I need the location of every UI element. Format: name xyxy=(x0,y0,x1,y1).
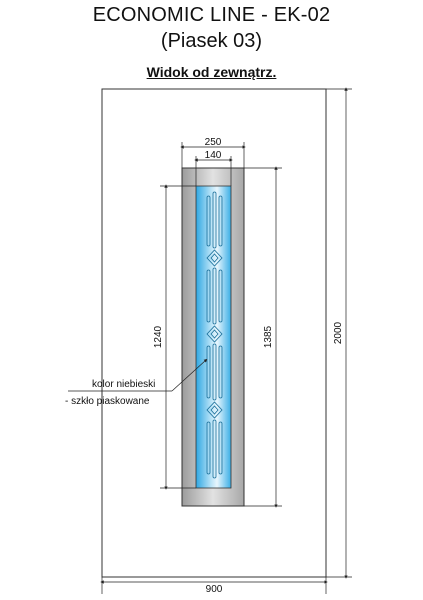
annotation-line2: - szkło piaskowane xyxy=(65,396,150,407)
dim-glass-height xyxy=(160,184,196,490)
view-label-text: Widok od zewnątrz. xyxy=(146,64,277,80)
dim-door-height xyxy=(326,87,352,579)
drawing-subtitle: (Piasek 03) xyxy=(160,30,263,52)
annotation-line1: kolor niebieski xyxy=(92,379,155,390)
dim-door-width xyxy=(100,577,328,594)
dim-glass-width xyxy=(194,156,233,186)
dim-door-height-label: 2000 xyxy=(333,321,344,344)
glass-annotation-leader xyxy=(68,358,208,392)
drawing-title: ECONOMIC LINE - EK-02 xyxy=(92,4,331,26)
glass-decoration xyxy=(206,191,223,479)
dim-frame-height-label: 1385 xyxy=(263,325,274,348)
view-label: Widok od zewnątrz. xyxy=(0,64,423,80)
dim-frame-width-label: 250 xyxy=(205,137,222,148)
dim-frame-width xyxy=(180,142,246,168)
dim-glass-height-label: 1240 xyxy=(153,325,164,348)
dim-glass-width-label: 140 xyxy=(205,150,222,161)
dim-door-width-label: 900 xyxy=(206,584,223,595)
dim-frame-height xyxy=(244,166,282,508)
